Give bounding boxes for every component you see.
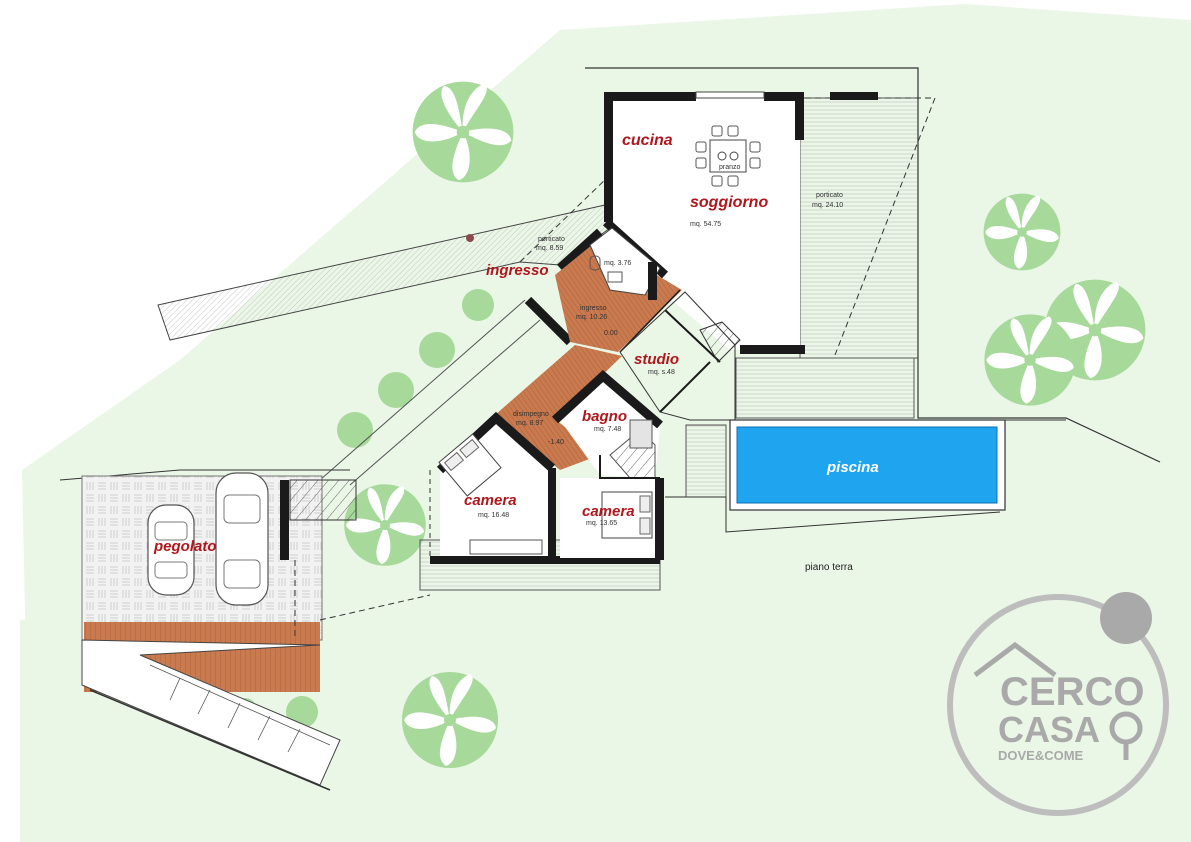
porticato-deck-right [799,97,919,359]
pool-water [736,426,998,504]
cercocasa-logo: CERCO CASA DOVE&COME [947,592,1169,816]
wall-diagonal [664,309,721,363]
tree-icon [983,193,1061,271]
room-label-piscina: piscina [826,459,879,476]
wall-segment [599,455,660,479]
wall-segment [548,468,556,560]
area-disimpegno-title: disimpegno [513,411,549,418]
walls [604,92,878,354]
car-icon [215,472,269,606]
area-camera-2: mq. 13.65 [586,520,617,527]
porch-roof-outline [585,67,1161,463]
dashed-boundary [294,560,431,640]
wc-fixture-icon [589,255,601,271]
area-camera-1: mq. 16.48 [478,512,509,519]
ramp [81,639,341,786]
area-ingresso-title: ingresso [580,305,607,312]
pool-deck [735,357,915,419]
area-pranzo: pranzo [719,164,741,171]
wc-fixture-icon [607,271,623,283]
room-label-camera-2: camera [582,503,635,520]
area-bagno: mq. 7.48 [594,426,621,433]
area-studio: mq. s.48 [648,369,675,376]
room-label-cucina: cucina [622,132,673,149]
stairs [289,479,357,521]
ramp-grid [149,664,331,753]
stairs-studio [699,321,741,363]
room-label-ingresso: ingresso [486,262,549,279]
wall-diagonal [524,296,574,346]
bagno-walls [551,369,663,429]
level-ingresso: 0.00 [604,330,618,337]
disimpegno-floor [495,345,622,470]
bed-icon [438,433,502,497]
area-soggiorno: mq. 54.75 [690,221,721,228]
bed-icon [601,491,653,539]
terrain-line [89,689,331,791]
area-disimpegno: mq. 8.97 [516,420,543,427]
car-icon [147,504,195,596]
dining-table-icon [695,125,761,187]
bathtub-icon [629,419,653,449]
area-porticato-left-title: porticato [538,236,565,243]
wall-segment [280,480,289,560]
wall-segment [430,556,660,564]
room-label-pegolato: pegolato [153,538,217,555]
living-room-floor [610,98,800,350]
pool-outline [665,419,1066,533]
window [695,91,765,99]
room-label-camera-1: camera [464,492,517,509]
logo-line1: CERCO [1000,670,1144,714]
wall-diagonal [659,361,711,413]
wall-diagonal [556,228,604,272]
porch-dashed [519,174,611,263]
driveway [319,299,541,486]
corridor-walls [619,289,681,353]
area-porticato-right-title: porticato [816,192,843,199]
wall-segment [648,262,657,300]
room-label-studio: studio [634,351,679,368]
tree-icon [402,672,498,768]
lamp-icon [466,234,474,242]
floor-label: piano terra [805,562,853,573]
tree-icon [984,314,1076,406]
area-porticato-right: mq. 24.10 [812,202,843,209]
ingresso-floor [555,240,682,352]
room-label-soggiorno: soggiorno [690,194,768,211]
area-ingresso: mq. 10.26 [576,314,607,321]
tree-icon [412,81,514,183]
area-wc: mq. 3.76 [604,260,631,267]
wardrobe-icon [469,539,543,555]
logo-line3: DOVE&COME [998,748,1084,763]
area-porticato-left: mq. 8.59 [536,245,563,252]
room-label-bagno: bagno [582,408,627,425]
logo-line2: CASA [998,709,1100,750]
pool-deck-left [685,424,727,498]
wall-segment [655,478,664,560]
level-disimpegno: -1.40 [548,439,564,446]
